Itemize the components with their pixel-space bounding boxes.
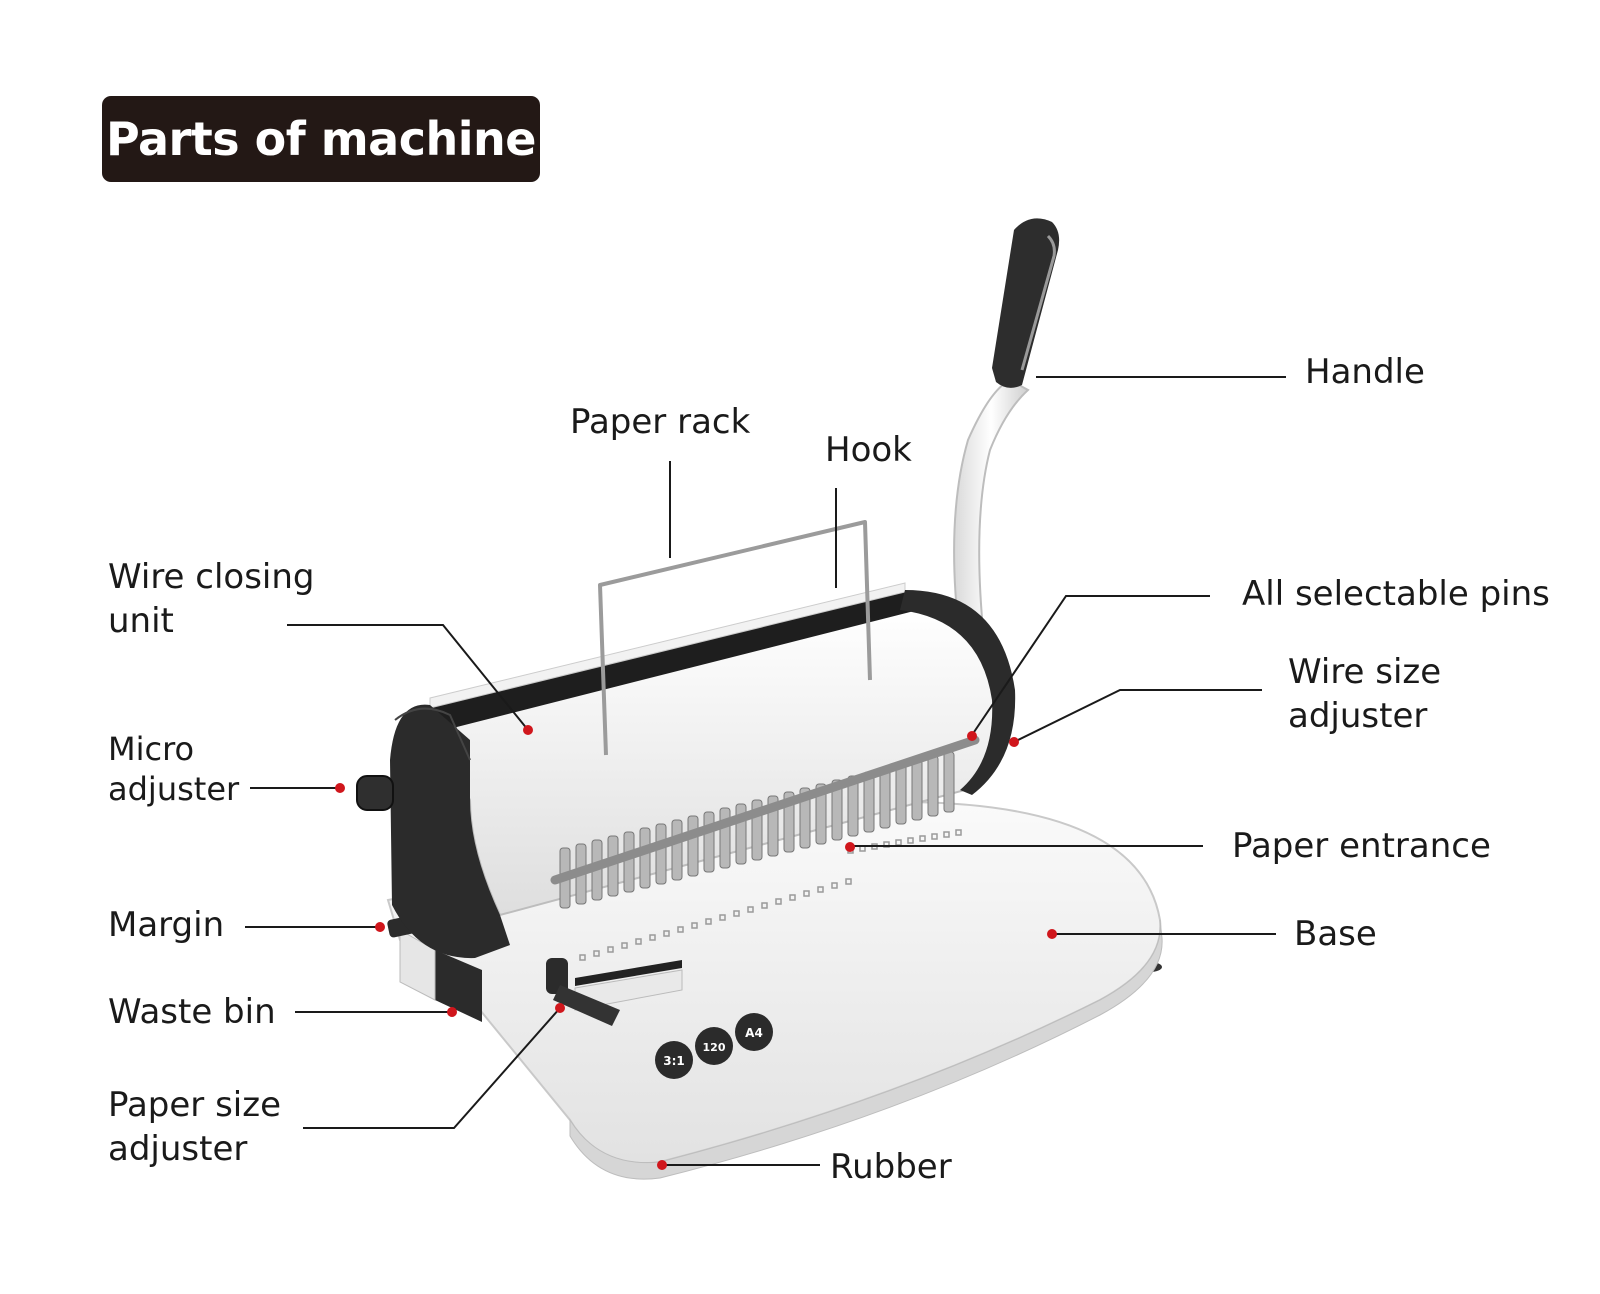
label-wire-size-adjuster: Wire size adjuster [1288, 652, 1442, 736]
dial-label: A4 [745, 1026, 763, 1040]
dial-label: 120 [703, 1041, 726, 1054]
waste-bin [399, 929, 482, 1022]
label-waste-bin: Waste bin [108, 992, 276, 1032]
label-base: Base [1294, 914, 1377, 954]
diagram-title: Parts of machine [106, 112, 536, 166]
label-rubber: Rubber [830, 1147, 952, 1187]
label-margin: Margin [108, 905, 225, 945]
label-paper-rack: Paper rack [570, 402, 751, 442]
selector-dials: 3:1 120 A4 [655, 1013, 773, 1079]
handle [953, 218, 1060, 641]
part-markers [335, 725, 1057, 1170]
leader-lines [245, 376, 1286, 1166]
title-banner: Parts of machine [102, 96, 540, 182]
label-wire-closing-unit: Wire closing unit [108, 557, 315, 641]
label-micro-adjuster: Micro adjuster [108, 730, 240, 808]
paper-rack [598, 520, 872, 756]
label-all-selectable-pins: All selectable pins [1242, 574, 1550, 614]
dial-label: 3:1 [663, 1054, 685, 1068]
wire-closing-drum [356, 582, 1016, 959]
label-hook: Hook [825, 430, 912, 470]
paper-size-lever [546, 958, 620, 1026]
label-paper-size-adjuster: Paper size adjuster [108, 1085, 282, 1169]
label-handle: Handle [1305, 352, 1425, 392]
label-paper-entrance: Paper entrance [1232, 826, 1491, 866]
